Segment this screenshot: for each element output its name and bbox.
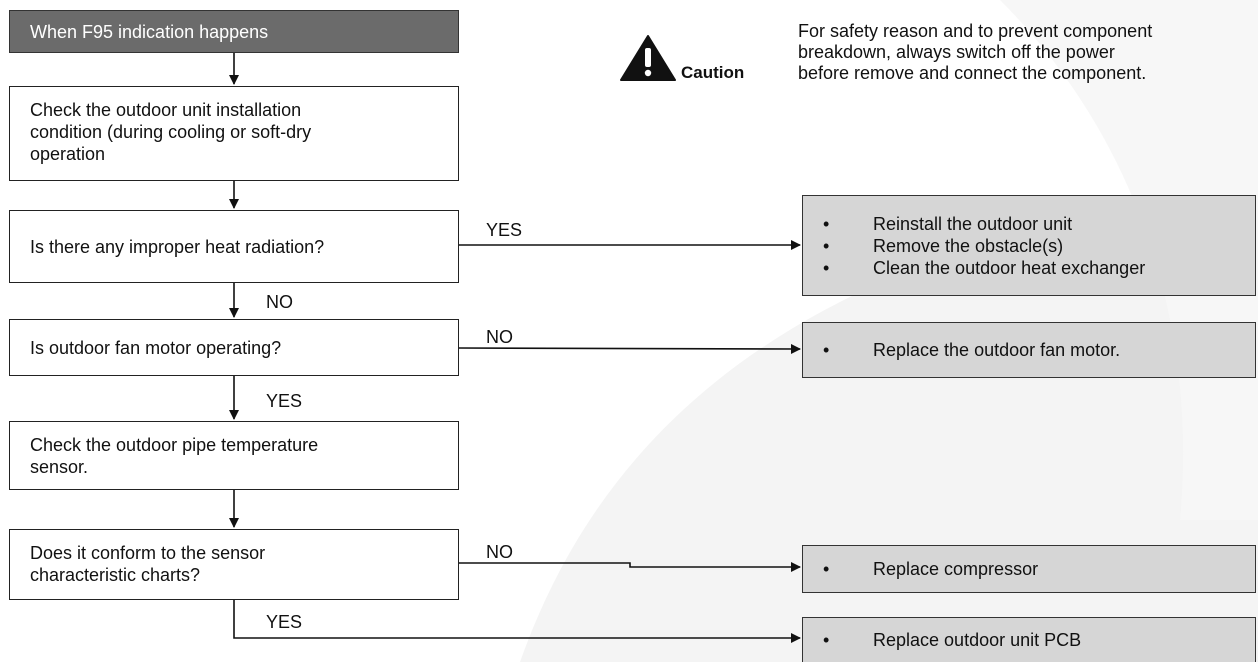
caution-line: For safety reason and to prevent compone… bbox=[798, 21, 1153, 41]
warning-icon bbox=[620, 35, 676, 81]
caution-line: before remove and connect the component. bbox=[798, 63, 1147, 83]
sensor-yes-label: YES bbox=[266, 612, 303, 632]
arrow-sensor-no bbox=[458, 562, 801, 572]
check-sensor-box: Check the outdoor pipe temperature senso… bbox=[9, 421, 459, 490]
remedy-item: •Replace outdoor unit PCB bbox=[823, 630, 1082, 650]
heat-remedy-box: •Reinstall the outdoor unit •Remove the … bbox=[802, 195, 1256, 296]
sensor-no-label: NO bbox=[486, 542, 513, 562]
remedy-item: •Replace the outdoor fan motor. bbox=[823, 340, 1121, 360]
fan-no-label: NO bbox=[486, 327, 513, 347]
question-text: Is outdoor fan motor operating? bbox=[30, 337, 282, 358]
heat-no-label: NO bbox=[266, 292, 293, 312]
caution-label: Caution bbox=[681, 63, 745, 82]
step-line: Check the outdoor unit installation bbox=[30, 100, 302, 120]
heat-yes-label: YES bbox=[486, 220, 523, 240]
step-line: Check the outdoor pipe temperature bbox=[30, 435, 319, 455]
step-line: condition (during cooling or soft-dry bbox=[30, 122, 312, 142]
caution-text: For safety reason and to prevent compone… bbox=[798, 21, 1152, 84]
pcb-remedy-box: •Replace outdoor unit PCB bbox=[802, 617, 1256, 662]
step-line: operation bbox=[30, 144, 106, 164]
caution-line: breakdown, always switch off the power bbox=[798, 42, 1115, 62]
step-line: sensor. bbox=[30, 457, 89, 477]
sensor-question-box: Does it conform to the sensor characteri… bbox=[9, 529, 459, 600]
check-install-box: Check the outdoor unit installation cond… bbox=[9, 86, 459, 181]
start-text: When F95 indication happens bbox=[30, 21, 269, 42]
remedy-item: •Replace compressor bbox=[823, 559, 1039, 579]
question-line: Does it conform to the sensor bbox=[30, 543, 266, 563]
fan-remedy-box: •Replace the outdoor fan motor. bbox=[802, 322, 1256, 378]
start-box: When F95 indication happens bbox=[9, 10, 459, 53]
question-text: Is there any improper heat radiation? bbox=[30, 236, 325, 257]
remedy-item: •Reinstall the outdoor unit bbox=[823, 213, 1073, 234]
remedy-item: •Remove the obstacle(s) bbox=[823, 235, 1064, 256]
arrow-fan-no bbox=[457, 343, 801, 354]
compressor-remedy-box: •Replace compressor bbox=[802, 545, 1256, 593]
heat-radiation-question-box: Is there any improper heat radiation? bbox=[9, 210, 459, 283]
remedy-item: •Clean the outdoor heat exchanger bbox=[823, 257, 1146, 278]
question-line: characteristic charts? bbox=[30, 565, 201, 585]
fan-yes-label: YES bbox=[266, 391, 303, 411]
fan-motor-question-box: Is outdoor fan motor operating? bbox=[9, 319, 459, 376]
arrow-sensor-yes bbox=[233, 600, 801, 643]
